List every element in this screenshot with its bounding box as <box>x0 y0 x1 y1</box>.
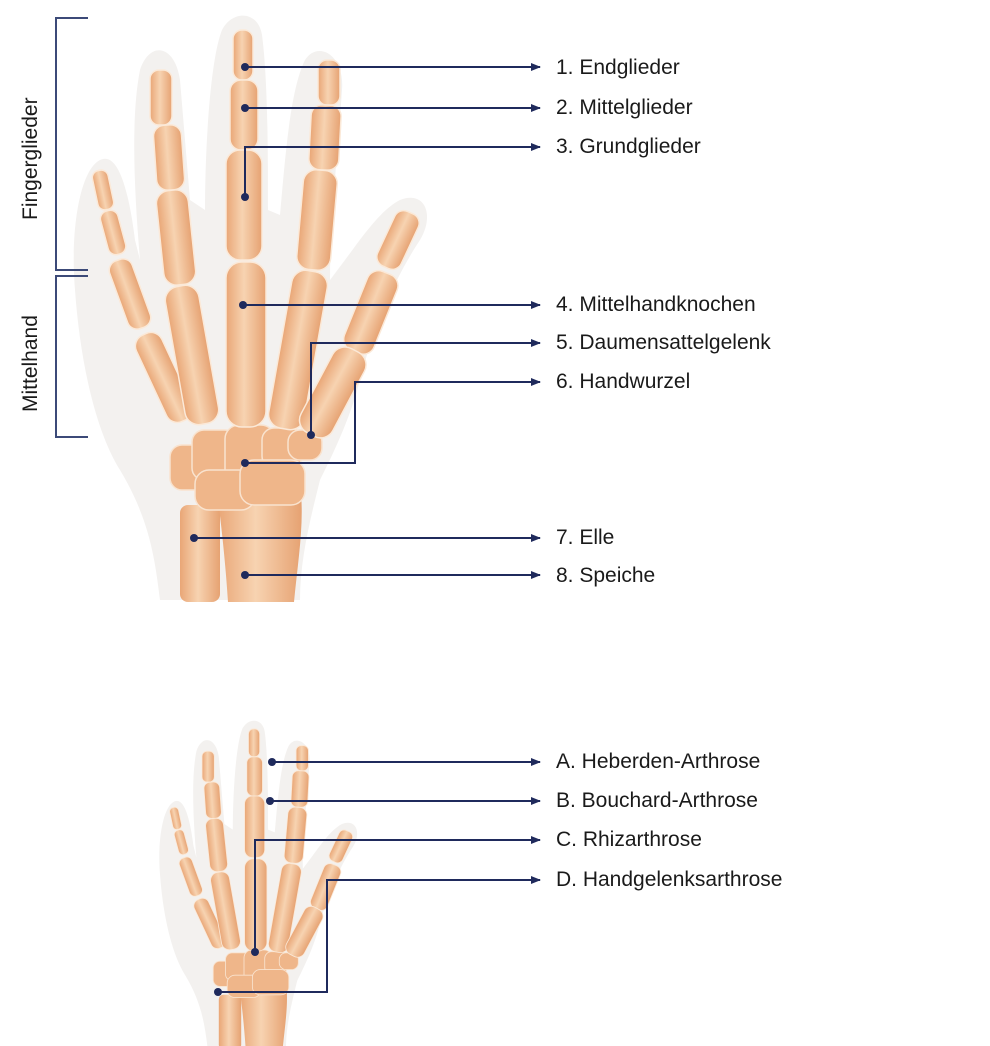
label-rhizarthrose: C. Rhizarthrose <box>556 828 702 851</box>
label-speiche: 8. Speiche <box>556 564 656 587</box>
leader-line-3 <box>244 143 541 197</box>
label-endglieder: 1. Endglieder <box>556 56 680 79</box>
leader-line-C <box>254 836 541 952</box>
leader-line-6 <box>245 378 541 464</box>
label-grundglieder: 3. Grundglieder <box>556 135 701 158</box>
bracket-mittelhand <box>55 275 88 438</box>
bracket-fingerglieder <box>55 17 88 271</box>
bracket-label-mittelhand: Mittelhand <box>19 315 42 412</box>
leader-line-D <box>218 876 541 993</box>
label-bouchard-arthrose: B. Bouchard-Arthrose <box>556 789 758 812</box>
label-heberden-arthrose: A. Heberden-Arthrose <box>556 750 761 773</box>
label-daumensattelgelenk: 5. Daumensattelgelenk <box>556 331 771 354</box>
bracket-label-fingerglieder: Fingerglieder <box>19 97 42 220</box>
label-mittelglieder: 2. Mittelglieder <box>556 96 693 119</box>
leader-line-5 <box>310 339 541 435</box>
label-elle: 7. Elle <box>556 526 615 549</box>
label-mittelhandknochen: 4. Mittelhandknochen <box>556 293 756 316</box>
label-handgelenksarthrose: D. Handgelenksarthrose <box>556 868 783 891</box>
leader-dots-bottom <box>214 758 276 996</box>
leader-dots-top <box>190 63 315 579</box>
top-hand-skeleton <box>72 14 428 603</box>
label-handwurzel: 6. Handwurzel <box>556 370 691 393</box>
